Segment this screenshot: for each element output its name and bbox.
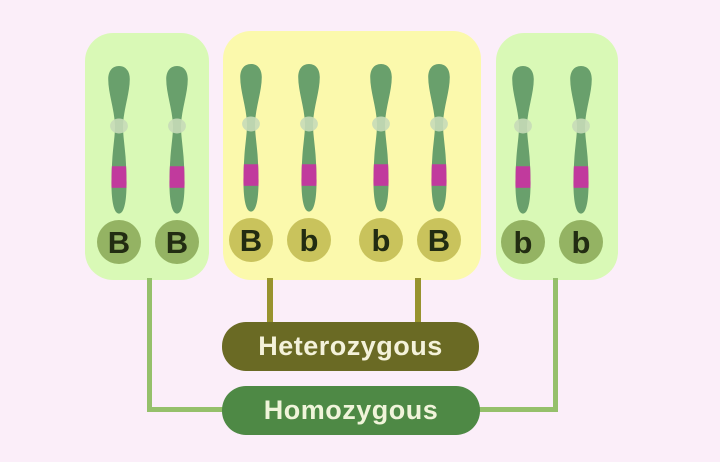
chromosome-icon: [294, 60, 324, 216]
chromosome-pair: B b: [229, 60, 331, 262]
chromosome-unit: B: [155, 62, 199, 264]
chromosome-icon: [104, 62, 134, 218]
heterozygous-label: Heterozygous: [222, 322, 479, 371]
connector-hetero-stem-2: [415, 278, 421, 324]
allele-circle: b: [559, 220, 603, 264]
chromosome-unit: B: [229, 60, 273, 262]
chromosome-icon: [424, 60, 454, 216]
allele-circle: b: [359, 218, 403, 262]
connector-right-horizontal: [478, 407, 558, 412]
chromosome-unit: b: [501, 62, 545, 264]
connector-left-vertical: [147, 278, 152, 412]
genotype-panel-left: B B: [85, 33, 209, 280]
allele-circle: B: [155, 220, 199, 264]
chromosome-pair: b B: [359, 60, 461, 262]
allele-circle: b: [287, 218, 331, 262]
allele-circle: B: [417, 218, 461, 262]
genotype-panel-right: b b: [496, 33, 618, 280]
chromosome-icon: [366, 60, 396, 216]
chromosome-unit: B: [417, 60, 461, 262]
chromosome-icon: [508, 62, 538, 218]
homozygous-label: Homozygous: [222, 386, 480, 435]
chromosome-icon: [236, 60, 266, 216]
allele-circle: B: [97, 220, 141, 264]
chromosome-unit: b: [559, 62, 603, 264]
connector-right-vertical: [553, 278, 558, 412]
chromosome-unit: b: [287, 60, 331, 262]
connector-left-horizontal: [147, 407, 224, 412]
chromosome-unit: B: [97, 62, 141, 264]
genotype-panel-middle: B b b B: [223, 31, 481, 280]
allele-circle: B: [229, 218, 273, 262]
allele-circle: b: [501, 220, 545, 264]
chromosome-icon: [162, 62, 192, 218]
connector-hetero-stem-1: [267, 278, 273, 324]
chromosome-icon: [566, 62, 596, 218]
chromosome-unit: b: [359, 60, 403, 262]
